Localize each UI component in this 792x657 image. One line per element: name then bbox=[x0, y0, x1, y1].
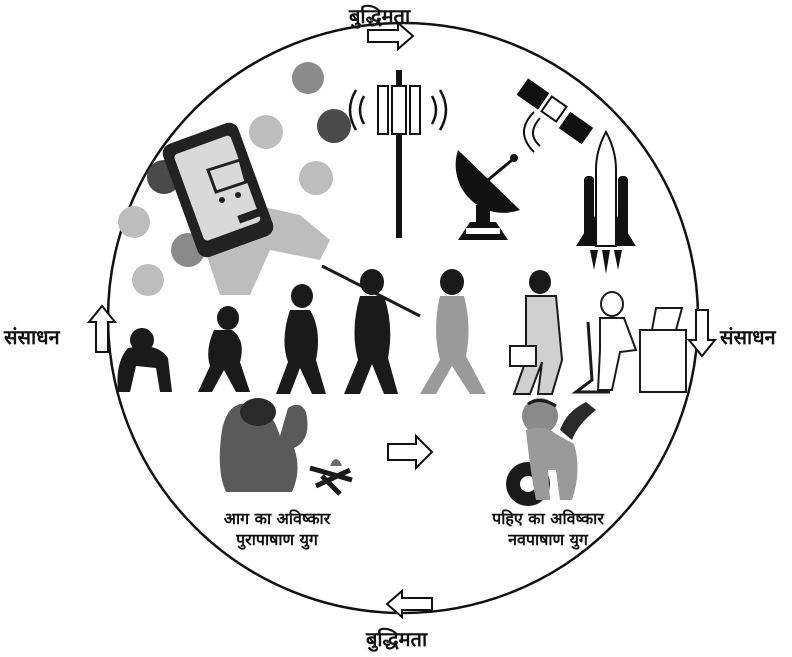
left-label-resources: संसाधन bbox=[4, 323, 60, 350]
space-shuttle-icon bbox=[576, 132, 636, 274]
wheel-caveman-icon bbox=[506, 398, 596, 506]
bottom-label-intelligence: बुद्धिमता bbox=[366, 625, 427, 652]
businessman-silhouette bbox=[510, 270, 562, 394]
cell-tower-icon bbox=[350, 70, 446, 238]
satellite-icon bbox=[517, 78, 594, 152]
smartphone-shopping-icon bbox=[118, 62, 351, 296]
ape-silhouette bbox=[117, 328, 172, 392]
computer-user-silhouette bbox=[576, 292, 686, 392]
center-arrow-right-icon bbox=[388, 436, 432, 468]
fire-caption-line1: आग का अविष्कार bbox=[202, 508, 352, 529]
walking-man-silhouette bbox=[420, 269, 486, 394]
spear-hunter-silhouette bbox=[322, 266, 420, 394]
top-label-intelligence: बुद्धिमता bbox=[349, 2, 410, 29]
wheel-caption: पहिए का अविष्कार नवपाषाण युग bbox=[458, 508, 638, 550]
left-arrow-up-icon bbox=[89, 306, 115, 352]
fire-caveman-icon bbox=[220, 398, 352, 494]
wheel-caption-line1: पहिए का अविष्कार bbox=[458, 508, 638, 529]
wheel-caption-line2: नवपाषाण युग bbox=[458, 529, 638, 550]
right-arrow-down-icon bbox=[689, 310, 715, 356]
right-label-resources: संसाधन bbox=[720, 323, 776, 350]
fire-caption-line2: पुरापाषाण युग bbox=[202, 529, 352, 550]
early-hominid-silhouette bbox=[198, 306, 250, 392]
satellite-dish-icon bbox=[456, 150, 520, 240]
hominid-silhouette bbox=[276, 284, 326, 394]
evolution-silhouettes-icon bbox=[117, 266, 686, 394]
fire-caption: आग का अविष्कार पुरापाषाण युग bbox=[202, 508, 352, 550]
